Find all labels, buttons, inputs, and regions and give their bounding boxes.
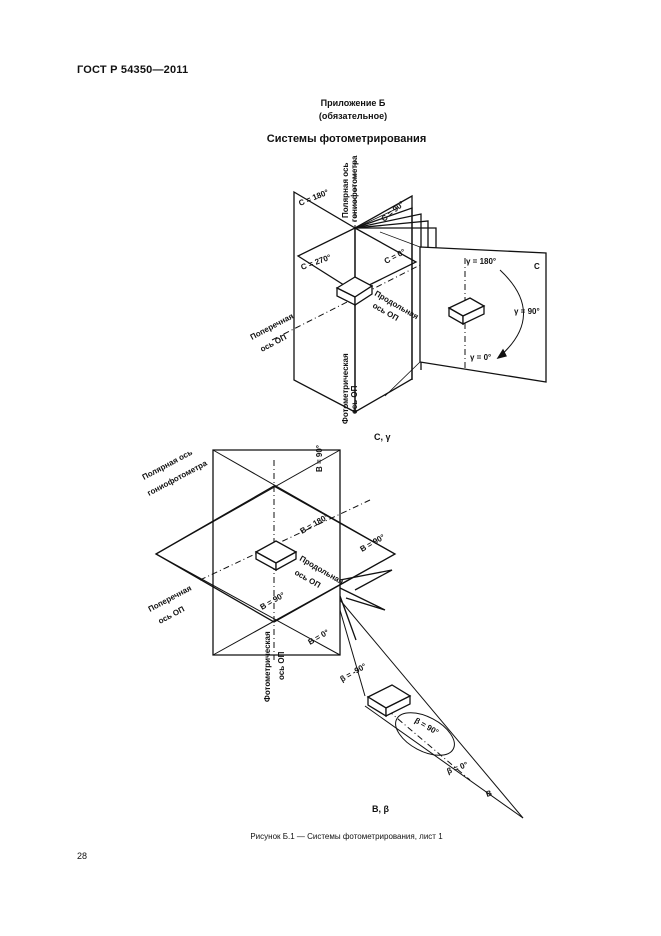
luminaire-box xyxy=(335,276,374,307)
label-b-plane: B xyxy=(485,788,494,799)
beta-axis xyxy=(377,701,471,781)
label-gamma180: γ = 180° xyxy=(466,257,496,266)
label-b90-mid: B = 90° xyxy=(259,590,287,611)
fan-b xyxy=(339,569,393,591)
appendix-status: (обязательное) xyxy=(318,111,388,121)
figure-b-beta xyxy=(154,449,524,819)
appendix-heading: Приложение Б (обязательное) xyxy=(0,97,661,123)
small-leader xyxy=(355,207,399,229)
plane-edge xyxy=(212,553,396,656)
label-trans-axis-1: Поперечная xyxy=(249,311,296,341)
gamma-luminaire xyxy=(447,297,486,326)
beta-luminaire xyxy=(366,684,412,718)
long-axis-b xyxy=(199,499,371,581)
plane-edge xyxy=(155,553,341,656)
label-b180: B = 180° xyxy=(299,512,331,536)
longitudinal-axis xyxy=(271,259,431,341)
figure-b-beta-labels: B = 90° B = 180° B = 90° B = 90° B = 0° … xyxy=(141,445,494,814)
label-trans-axis-1: Поперечная xyxy=(147,583,194,613)
leader-gamma xyxy=(379,231,421,248)
plane-c270 xyxy=(296,227,418,293)
label-b90-top: B = 90° xyxy=(315,445,324,472)
label-system-b-beta: B, β xyxy=(372,804,390,814)
label-photo-axis-1: Фотометрическая xyxy=(263,631,272,702)
fan-b xyxy=(339,587,386,611)
figure-caption: Рисунок Б.1 — Системы фотометрирования, … xyxy=(250,832,443,841)
beta-cone-edge xyxy=(339,609,366,697)
label-b0: B = 0° xyxy=(307,628,331,647)
label-photo-axis-2: ось ОП xyxy=(350,385,359,414)
label-polar-axis-2: гониофотометра xyxy=(350,155,359,222)
plane-edge xyxy=(155,449,341,555)
appendix-label: Приложение Б xyxy=(320,98,386,108)
beta-cone-edge xyxy=(339,599,524,819)
beta-cone-edge xyxy=(364,705,524,819)
fan-plane xyxy=(354,207,413,380)
label-photo-axis-1: Фотометрическая xyxy=(341,353,350,424)
page-number: 28 xyxy=(77,851,88,861)
label-c-plane: C xyxy=(534,262,540,271)
plane-edge xyxy=(212,449,396,555)
label-photo-axis-2: ось ОП xyxy=(277,651,286,680)
arc-arrow xyxy=(496,348,507,360)
label-beta-90: β = 90° xyxy=(413,716,440,737)
label-system-c-gamma: C, γ xyxy=(374,432,391,442)
label-gamma90: γ = 90° xyxy=(514,307,540,316)
leader-gamma xyxy=(384,361,421,397)
fan-b xyxy=(339,595,357,641)
label-beta-neg90: β = -90° xyxy=(339,662,368,684)
figure-c-gamma xyxy=(271,160,547,414)
beta-ellipse xyxy=(395,712,455,756)
label-c180: C = 180° xyxy=(297,188,330,208)
label-gamma0: γ = 0° xyxy=(470,353,491,362)
section-title: Системы фотометрирования xyxy=(266,133,427,145)
label-c270: C = 270° xyxy=(300,253,333,272)
luminaire-b xyxy=(254,540,298,572)
document-code: ГОСТ Р 54350—2011 xyxy=(77,64,189,76)
gamma-arc xyxy=(497,269,524,359)
label-polar-axis-1: Полярная ось xyxy=(341,163,350,218)
